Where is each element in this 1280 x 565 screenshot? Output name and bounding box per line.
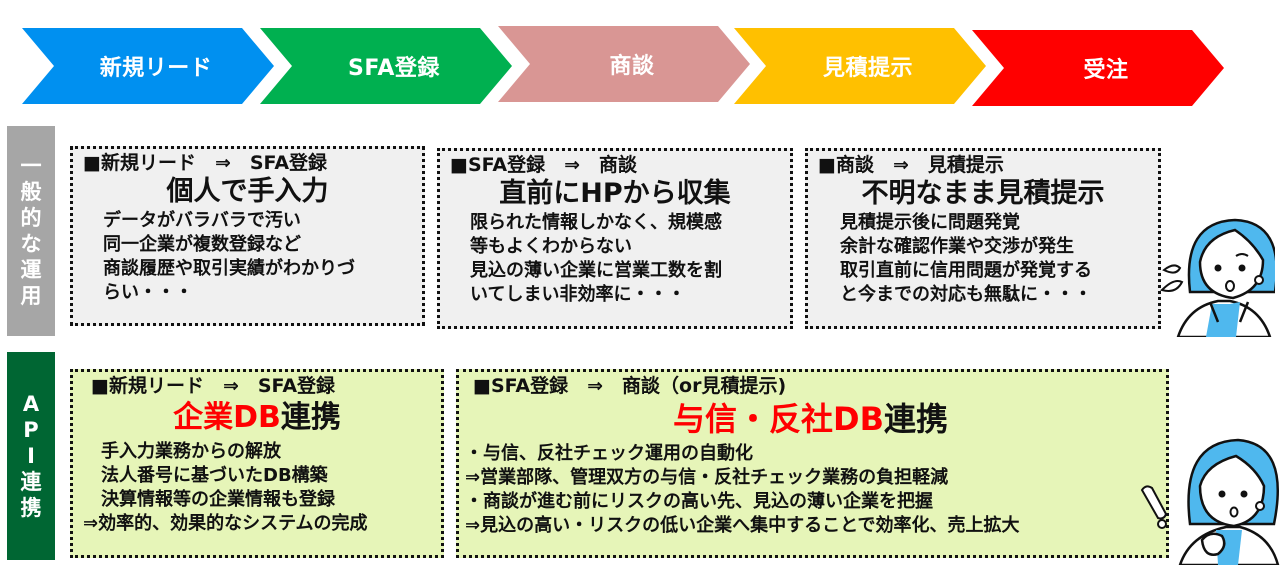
flow-step-label: 商談: [609, 54, 655, 79]
box-line: 見積提示後に問題発覚: [840, 212, 1020, 233]
side-char: 般: [20, 180, 42, 204]
side-label-general: 一 般 的 な 運 用: [7, 126, 55, 336]
flow-step-order: 受注: [972, 30, 1224, 106]
box-header: ■SFA登録 ⇒ 商談: [450, 154, 638, 176]
general-box-3: ■商談 ⇒ 見積提示 不明なまま見積提示 見積提示後に問題発覚 余計な確認作業や…: [805, 148, 1161, 329]
side-char: な: [20, 232, 42, 256]
box-line: ⇒見込の高い・リスクの低い企業へ集中することで効率化、売上拡大: [465, 515, 1020, 536]
box-line: らい・・・: [103, 282, 193, 303]
box-title: 与信・反社DB連携: [465, 398, 1156, 440]
box-line: 余計な確認作業や交渉が発生: [840, 236, 1074, 257]
box-line: ・商談が進む前にリスクの高い先、見込の薄い企業を把握: [465, 491, 933, 512]
box-title-highlight: 与信・反社DB: [673, 400, 884, 438]
box-line: 見込の薄い企業に営業工数を割: [470, 260, 722, 281]
box-line: ⇒効率的、効果的なシステムの完成: [83, 513, 368, 534]
flow-step-new-lead: 新規リード: [22, 28, 274, 104]
box-header: ■新規リード ⇒ SFA登録: [83, 152, 328, 174]
flow-step-quote: 見積提示: [734, 28, 986, 104]
box-title: 個人で手入力: [166, 176, 329, 207]
box-line: 手入力業務からの解放: [83, 441, 281, 462]
side-char: 的: [20, 206, 42, 230]
box-title: 直前にHPから収集: [499, 178, 731, 209]
general-box-2: ■SFA登録 ⇒ 商談 直前にHPから収集 限られた情報しかなく、規模感 等もよ…: [437, 148, 793, 329]
side-char: I: [27, 444, 35, 468]
box-line: と今までの対応も無駄に・・・: [840, 284, 1092, 305]
side-char: P: [23, 418, 39, 442]
side-label-api: A P I 連 携: [7, 352, 55, 560]
api-box-1: ■新規リード ⇒ SFA登録 企業DB連携 手入力業務からの解放 法人番号に基づ…: [70, 369, 444, 558]
box-title-rest: 連携: [280, 400, 341, 435]
box-header: ■新規リード ⇒ SFA登録: [91, 375, 336, 397]
box-line: データがバラバラで汚い: [103, 210, 301, 231]
box-line: 限られた情報しかなく、規模感: [470, 212, 722, 233]
box-title-rest: 連携: [883, 400, 948, 438]
general-box-1: ■新規リード ⇒ SFA登録 個人で手入力 データがバラバラで汚い 同一企業が複…: [70, 146, 425, 326]
box-line: 商談履歴や取引実績がわかりづ: [103, 258, 355, 279]
surprised-woman-icon: [1140, 438, 1280, 565]
box-line: 決算情報等の企業情報も登録: [83, 489, 335, 510]
box-title: 企業DB連携: [83, 398, 431, 438]
flow-step-label: SFA登録: [348, 56, 440, 81]
side-char: A: [22, 392, 40, 416]
side-char: 一: [20, 154, 42, 178]
box-header: ■商談 ⇒ 見積提示: [818, 154, 1004, 176]
box-line: 法人番号に基づいたDB構築: [83, 465, 328, 486]
box-line: いてしまい非効率に・・・: [470, 284, 686, 305]
flow-step-label: 新規リード: [99, 56, 213, 81]
side-char: 運: [20, 258, 42, 282]
worried-woman-icon: [1160, 218, 1275, 337]
box-title-highlight: 企業DB: [173, 400, 281, 435]
box-line: 取引直前に信用問題が発覚する: [840, 260, 1092, 281]
box-title: 不明なまま見積提示: [861, 178, 1105, 209]
box-line: 等もよくわからない: [470, 236, 632, 257]
flow-step-sfa: SFA登録: [260, 28, 512, 104]
flow-step-negotiation: 商談: [498, 26, 750, 102]
side-char: 携: [20, 496, 42, 520]
box-line: ・与信、反社チェック運用の自動化: [465, 443, 753, 464]
api-box-2: ■SFA登録 ⇒ 商談（or見積提示) 与信・反社DB連携 ・与信、反社チェック…: [456, 369, 1169, 558]
side-char: 連: [20, 470, 42, 494]
side-char: 用: [20, 284, 42, 308]
box-header: ■SFA登録 ⇒ 商談（or見積提示): [473, 375, 787, 397]
box-line: ⇒営業部隊、管理双方の与信・反社チェック業務の負担軽減: [465, 467, 949, 488]
flow-step-label: 見積提示: [822, 56, 913, 81]
box-line: 同一企業が複数登録など: [103, 234, 301, 255]
flow-step-label: 受注: [1083, 58, 1129, 83]
